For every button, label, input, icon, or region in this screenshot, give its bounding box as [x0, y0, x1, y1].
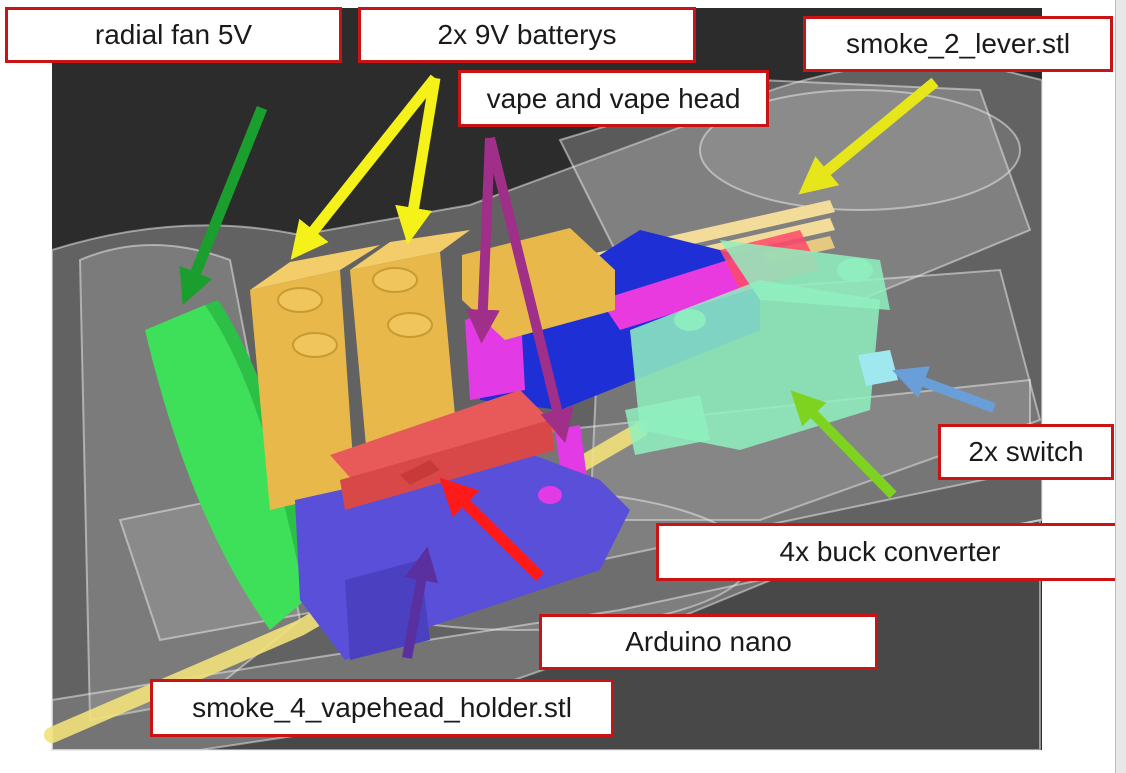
label-vapehead-holder: smoke_4_vapehead_holder.stl — [150, 679, 614, 737]
arrow-vape-1 — [465, 137, 500, 344]
arrow-battery-2 — [395, 77, 441, 245]
vertical-scrollbar[interactable] — [1115, 0, 1126, 773]
label-vape: vape and vape head — [458, 70, 769, 127]
label-buck-converter: 4x buck converter — [656, 523, 1124, 581]
arrow-radial-fan — [179, 105, 268, 306]
arrow-vape-2 — [485, 136, 574, 444]
label-batteries: 2x 9V batterys — [358, 7, 696, 63]
fan-part — [145, 300, 318, 630]
label-arduino: Arduino nano — [539, 614, 878, 670]
vape-head-cap — [462, 228, 615, 340]
label-lever: smoke_2_lever.stl — [803, 16, 1113, 72]
label-switch: 2x switch — [938, 424, 1114, 480]
arrow-battery-1 — [290, 74, 440, 260]
arrow-lever — [798, 77, 939, 195]
battery-part-1 — [250, 245, 380, 510]
arrow-vapehead-holder — [402, 546, 439, 659]
switch-part — [858, 350, 898, 386]
arduino-nano-part — [330, 390, 560, 510]
arrow-switch — [892, 366, 996, 413]
arrow-buck-converter — [790, 390, 897, 499]
arrow-arduino — [439, 477, 544, 581]
label-radial-fan: radial fan 5V — [5, 7, 342, 63]
